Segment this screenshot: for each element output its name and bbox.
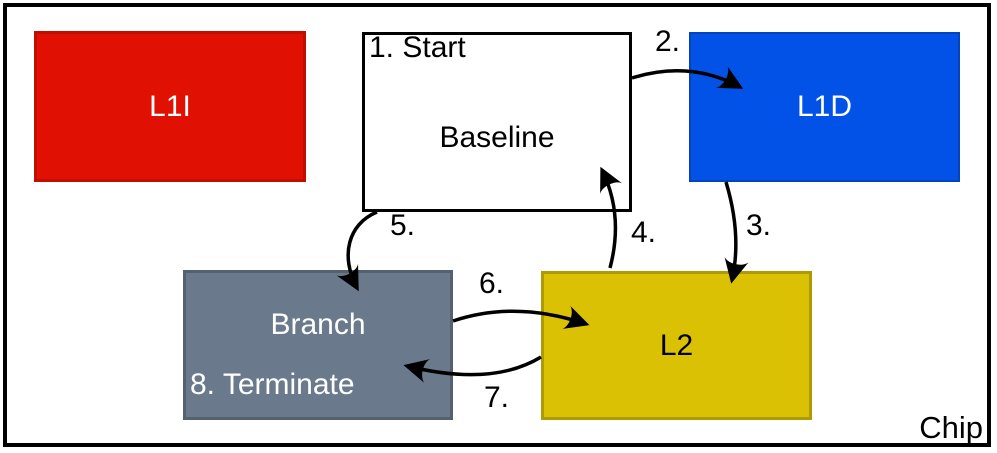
l2-label: L2 (659, 328, 694, 362)
l1i-label: L1I (149, 89, 191, 123)
baseline-box: 1. Start Baseline (362, 32, 632, 212)
arrow-label-3: 3. (746, 209, 772, 242)
chip-frame-label: Chip (919, 410, 983, 445)
arrow-label-6: 6. (479, 267, 505, 300)
arrow-label-2: 2. (655, 25, 681, 58)
l1i-box: L1I (34, 31, 306, 182)
branch-box: Branch 8. Terminate (183, 270, 453, 420)
l1d-box: L1D (689, 32, 960, 182)
l1d-label: L1D (796, 90, 853, 123)
arrow-label-7: 7. (484, 381, 510, 414)
l2-box: L2 (541, 271, 812, 420)
chip-frame (3, 3, 991, 447)
branch-label: Branch (270, 308, 366, 341)
step-terminate-label: 8. Terminate (190, 368, 355, 401)
arrow-label-5: 5. (390, 209, 416, 242)
step-start-label: 1. Start (369, 31, 466, 64)
baseline-label: Baseline (439, 121, 555, 154)
arrow-label-4: 4. (631, 216, 657, 249)
